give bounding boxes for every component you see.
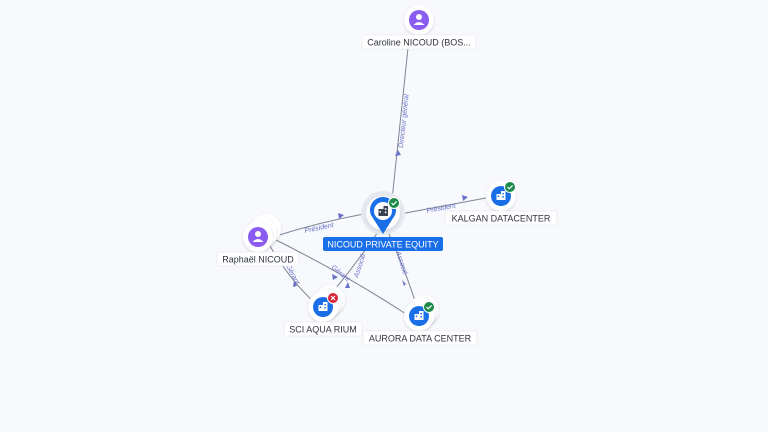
node-label: SCI AQUA RIUM bbox=[289, 325, 357, 335]
arrow-marker bbox=[345, 282, 350, 288]
arrow-marker bbox=[332, 274, 338, 280]
person-icon bbox=[413, 14, 425, 25]
edge-label-raphael-sci: Gérant bbox=[284, 264, 301, 287]
node-label: AURORA DATA CENTER bbox=[369, 334, 472, 344]
edge-raphael-aurora[interactable] bbox=[275, 239, 407, 315]
building-icon bbox=[378, 206, 388, 216]
node-label: Raphaël NICOUD bbox=[222, 255, 294, 265]
edge-raphael-nicoud-pe[interactable] bbox=[275, 213, 365, 237]
status-closed-icon bbox=[327, 292, 339, 304]
status-active-icon bbox=[423, 301, 435, 313]
edge-nicoud-pe-kalgan[interactable] bbox=[399, 197, 487, 215]
node-kalgan-datacenter[interactable]: KALGAN DATACENTER bbox=[444, 181, 558, 226]
node-raphael-nicoud[interactable]: Raphaël NICOUD bbox=[216, 214, 300, 267]
status-active-icon bbox=[504, 181, 516, 193]
node-nicoud-private-equity[interactable]: NICOUD PRIVATE EQUITY bbox=[323, 191, 443, 251]
node-label: KALGAN DATACENTER bbox=[452, 214, 551, 224]
node-label: NICOUD PRIVATE EQUITY bbox=[327, 240, 438, 250]
edge-caroline-nicoud-pe[interactable] bbox=[391, 47, 409, 201]
arrow-marker bbox=[395, 150, 401, 156]
node-caroline-nicoud[interactable]: Caroline NICOUD (BOS... bbox=[361, 5, 477, 50]
building-icon bbox=[496, 191, 506, 200]
building-icon bbox=[318, 302, 328, 311]
arrow-marker bbox=[462, 195, 468, 201]
arrow-marker bbox=[293, 280, 297, 287]
arrow-marker bbox=[402, 280, 406, 286]
node-label: Caroline NICOUD (BOS... bbox=[367, 38, 471, 48]
arrow-marker bbox=[338, 213, 344, 219]
edge-label-raphael-aurora: Gérant bbox=[330, 264, 352, 284]
edge-label-pe-aurora: Associé bbox=[394, 250, 409, 277]
node-aurora-data-center[interactable]: AURORA DATA CENTER bbox=[362, 295, 478, 346]
edges bbox=[269, 47, 487, 315]
status-active-icon bbox=[388, 197, 400, 209]
node-sci-aqua-rium[interactable]: SCI AQUA RIUM bbox=[283, 285, 363, 337]
edge-label-pe-sci: Associé bbox=[353, 253, 368, 280]
edge-label-caroline-pe: Directeur général bbox=[398, 94, 411, 149]
building-icon bbox=[414, 311, 424, 320]
person-icon bbox=[252, 231, 264, 242]
